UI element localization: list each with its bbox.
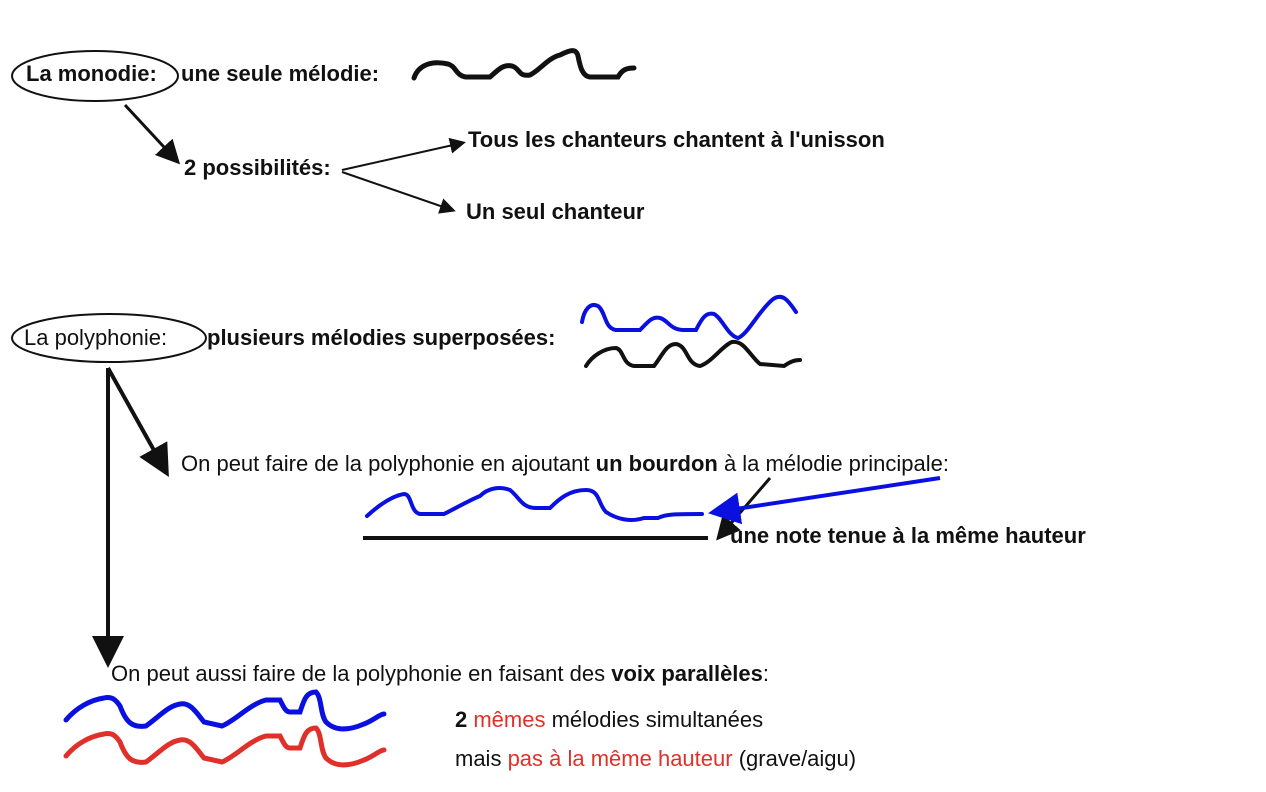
parallel-text-bold: voix parallèles (611, 661, 763, 686)
polyphonie-definition: plusieurs mélodies superposées: (207, 325, 556, 350)
parallel-line-2: mais pas à la même hauteur (grave/aigu) (455, 746, 856, 772)
parallel-line2-b: (grave/aigu) (732, 746, 857, 771)
polyphonie-circle (11, 313, 207, 363)
parallel-line1-red: mêmes (473, 707, 546, 732)
bourdon-text-after: à la mélodie principale: (717, 451, 949, 476)
arrow-to-possibilities (123, 103, 181, 165)
possibilities-label: 2 possibilités: (184, 155, 331, 180)
polyphonie-title: La polyphonie: (24, 325, 168, 350)
parallel-line1-a: 2 (455, 707, 474, 732)
bourdon-text-bold: un bourdon (595, 451, 718, 476)
parallel-line1-b: mélodies simultanées (545, 707, 764, 732)
bourdon-note-label: une note tenue à la même hauteur (730, 523, 1086, 548)
polyphonie-black-melody (584, 339, 802, 369)
parallel-red-melody (63, 725, 387, 768)
option-unisson: Tous les chanteurs chantent à l'unisson (468, 127, 885, 152)
monodie-circle (11, 50, 179, 102)
parallel-blue-melody (63, 689, 387, 732)
bourdon-main-melody (365, 486, 704, 522)
arrow-to-bourdon (106, 367, 169, 477)
monodie-definition: une seule mélodie: (181, 61, 380, 86)
polyphonie-blue-melody (580, 294, 798, 341)
parallel-line2-a: mais (455, 746, 508, 771)
parallel-text-after: : (762, 661, 770, 686)
bourdon-text-before: On peut faire de la polyphonie en ajouta… (181, 451, 596, 476)
monodie-title: La monodie: (26, 61, 157, 86)
arrow-to-unisson (341, 137, 466, 171)
arrow-to-seul (341, 171, 456, 214)
option-seul-chanteur: Un seul chanteur (466, 199, 645, 224)
arrow-main-melody (708, 476, 941, 525)
parallel-text-before: On peut aussi faire de la polyphonie en … (111, 661, 612, 686)
bourdon-sentence: On peut faire de la polyphonie en ajouta… (181, 451, 949, 477)
monodie-melody (411, 48, 637, 81)
parallel-sentence: On peut aussi faire de la polyphonie en … (111, 661, 769, 687)
parallel-line2-red: pas à la même hauteur (507, 746, 733, 771)
parallel-line-1: 2 mêmes mélodies simultanées (455, 707, 763, 733)
